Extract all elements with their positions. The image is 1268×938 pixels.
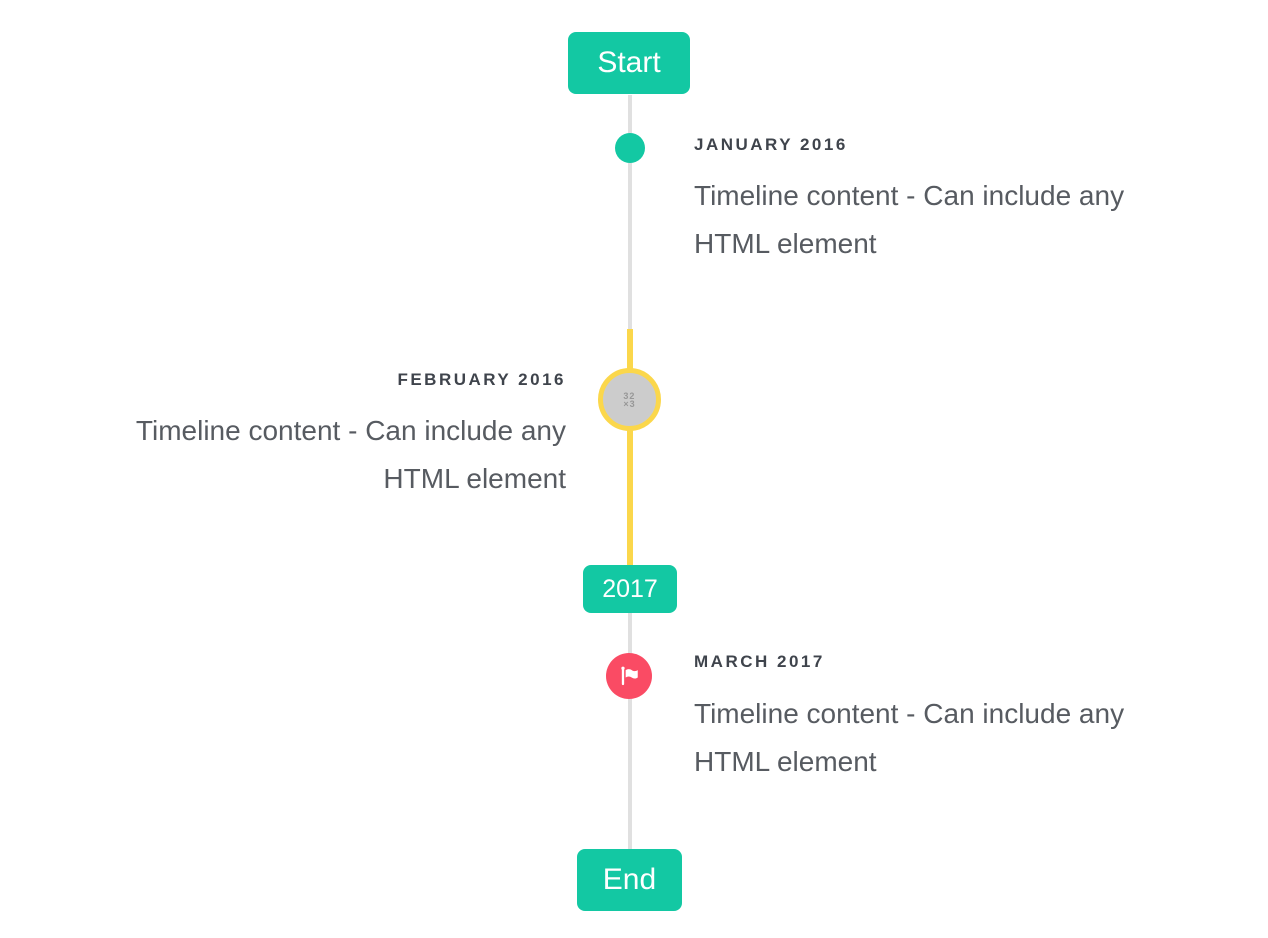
entry-title-february-2016: FEBRUARY 2016 bbox=[397, 370, 566, 389]
timeline-line-highlight bbox=[627, 329, 633, 568]
year-badge-2017: 2017 bbox=[583, 565, 677, 613]
entry-content-january-2016: Timeline content - Can include any HTML … bbox=[694, 172, 1234, 268]
flag-icon bbox=[618, 665, 641, 688]
timeline-line-bottom bbox=[628, 612, 632, 849]
broken-image-placeholder: 32 ×3 bbox=[623, 390, 636, 409]
entry-content-line: Timeline content - Can include any bbox=[694, 698, 1125, 729]
marker-flag-march bbox=[606, 653, 652, 699]
entry-content-line: Timeline content - Can include any bbox=[135, 415, 566, 446]
entry-content-line: HTML element bbox=[383, 463, 566, 494]
end-badge: End bbox=[577, 849, 682, 911]
timeline-line-top bbox=[628, 95, 632, 329]
entry-content-february-2016: Timeline content - Can include any HTML … bbox=[6, 407, 566, 503]
marker-image-february: 32 ×3 bbox=[598, 368, 661, 431]
entry-content-line: Timeline content - Can include any bbox=[694, 180, 1125, 211]
entry-title-january-2016: JANUARY 2016 bbox=[694, 135, 848, 154]
entry-content-line: HTML element bbox=[694, 746, 877, 777]
entry-content-line: HTML element bbox=[694, 228, 877, 259]
entry-content-march-2017: Timeline content - Can include any HTML … bbox=[694, 690, 1234, 786]
entry-title-march-2017: MARCH 2017 bbox=[694, 652, 825, 671]
start-badge: Start bbox=[568, 32, 690, 94]
marker-dot-january bbox=[615, 133, 645, 163]
